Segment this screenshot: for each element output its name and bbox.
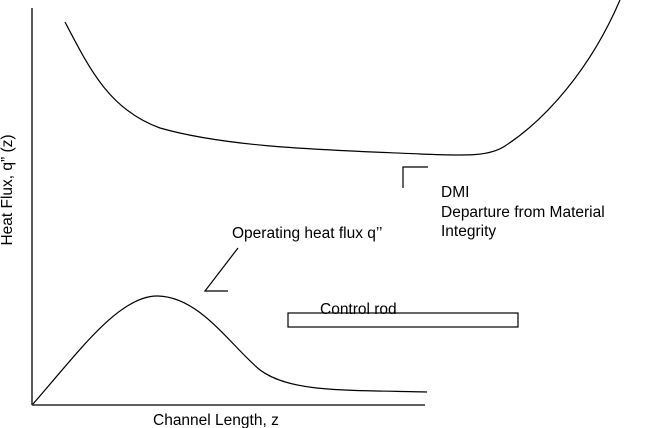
x-axis-label: Channel Length, z — [153, 412, 279, 428]
dmi-description-line2: Integrity — [441, 223, 496, 240]
dmi-description-line1: Departure from Material — [441, 204, 605, 221]
control-rod-label: Control rod — [320, 301, 397, 318]
operating-heat-flux-curve — [32, 295, 428, 405]
control-rod — [287, 312, 519, 328]
dmi-pointer-arrow — [402, 166, 428, 188]
dmi-label: DMI — [441, 184, 469, 201]
operating-heat-flux-label: Operating heat flux q’’ — [232, 225, 383, 242]
y-axis-label: Heat Flux, q” (z) — [0, 134, 16, 245]
dmi-curve — [64, 0, 621, 156]
operating-pointer-arrow — [203, 247, 239, 292]
